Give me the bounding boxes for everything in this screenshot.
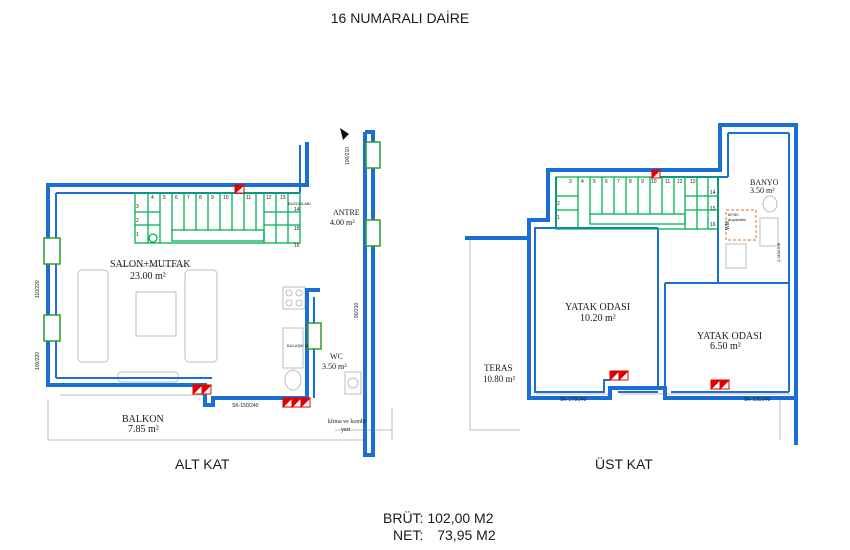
ust-stair-num: 5 (593, 179, 596, 185)
ust-stair-num: 11 (665, 179, 671, 185)
room-yatak2-name: YATAK ODASI (697, 331, 763, 342)
room-yatak1-name: YATAK ODASI (565, 302, 631, 313)
room-wc-name: WC (330, 352, 343, 361)
ust-kat-walls-inner (534, 132, 790, 393)
note-washer: Ç.MAKİNE (776, 242, 781, 262)
ust-stair-num: 12 (677, 179, 683, 185)
alt-stair-num: 11 (246, 195, 252, 201)
room-banyo-name: BANYO (750, 178, 779, 187)
net-label: NET: (393, 527, 424, 543)
ust-kat-plan (465, 123, 798, 445)
ust-stair-num: 14 (710, 190, 716, 196)
ust-stair-num: 4 (581, 179, 584, 185)
ust-stair-num: 13 (690, 179, 696, 185)
room-antre-area: 4.00 m² (330, 218, 355, 227)
alt-kat-walls (46, 130, 375, 457)
note-wm: WM (725, 221, 731, 230)
ust-stair-num: 10 (651, 179, 657, 185)
net-value: 73,95 M2 (437, 527, 496, 543)
ust-kat-shafts (609, 169, 731, 391)
entrance-arrow-icon (340, 128, 349, 140)
room-teras-area: 10.80 m² (483, 374, 516, 384)
ust-kat-stairs (555, 176, 719, 230)
note-shower: 80*80 duşakabin (728, 212, 747, 222)
alt-kat-windows (43, 141, 381, 350)
ust-stair-num: 15 (710, 206, 716, 212)
room-balkon-name: BALKON (122, 414, 164, 425)
brut-value: 102,00 M2 (427, 510, 494, 526)
ust-stair-num: 6 (605, 179, 608, 185)
alt-stair-num: 15 (294, 226, 300, 232)
page-title: 16 NUMARALI DAİRE (330, 10, 470, 26)
room-salon-area: 23.00 m² (130, 271, 166, 282)
room-teras-name: TERAS (484, 363, 513, 373)
room-banyo-area: 3.50 m² (750, 186, 775, 195)
ust-stair-num: 7 (617, 179, 620, 185)
note-window-code-2: SK-135/240 (744, 397, 771, 403)
ust-stair-num: 2 (557, 201, 560, 207)
alt-stair-num: 10 (223, 195, 229, 201)
ust-stair-num: 16 (710, 222, 716, 228)
note-window-side-1: 110/220 (35, 280, 41, 298)
room-salon-name: SALON+MUTFAK (110, 259, 191, 270)
room-balkon-area: 7.85 m² (128, 424, 159, 435)
note-door-wc: 90/210 (354, 302, 360, 318)
note-window-code-1: SK-170/240 (560, 397, 587, 403)
alt-stair-num: 9 (211, 195, 214, 201)
alt-stair-num: 6 (175, 195, 178, 201)
alt-kat-label: ALT KAT (175, 456, 230, 472)
ust-stair-num: 8 (629, 179, 632, 185)
ust-kat-fixtures (469, 195, 790, 440)
note-buzdolabi: BUZDOLABI (288, 201, 311, 206)
alt-stair-num: 8 (199, 195, 202, 201)
note-door-entry: 100/210 (345, 146, 351, 165)
ust-stair-num: 9 (641, 179, 644, 185)
alt-stair-num: 2 (136, 218, 139, 224)
room-wc-area: 3.50 m² (322, 362, 347, 371)
ust-kat-label: ÜST KAT (595, 456, 653, 472)
alt-stair-num: 7 (187, 195, 190, 201)
totals-net: NET: 73,95 M2 (393, 527, 496, 543)
room-yatak1-area: 10.20 m² (580, 313, 616, 324)
alt-stair-num: 12 (266, 195, 272, 201)
room-yatak2-area: 6.50 m² (710, 341, 741, 352)
alt-stair-num: 16 (294, 243, 300, 249)
alt-kat-plan (43, 128, 393, 457)
ust-stair-num: 1 (557, 215, 560, 221)
alt-stair-num: 1 (136, 232, 139, 238)
alt-stair-num: 5 (163, 195, 166, 201)
totals-brut: BRÜT: 102,00 M2 (383, 510, 494, 526)
alt-kat-stairs (134, 192, 301, 244)
ust-kat-walls (465, 123, 798, 445)
alt-stair-num: 14 (294, 207, 300, 213)
note-window-code: SK-150/240 (232, 403, 259, 409)
alt-kat-shafts (192, 184, 312, 409)
note-window-side-2: 100/220 (35, 351, 41, 370)
note-bulasik: BULAŞIK M. (287, 343, 310, 348)
note-klima: klima ve kombi (328, 419, 366, 425)
alt-stair-num: 3 (136, 204, 139, 210)
alt-stair-num: 13 (280, 195, 286, 201)
room-antre-name: ANTRE (333, 208, 360, 217)
ust-stair-num: 3 (569, 179, 572, 185)
brut-label: BRÜT: (383, 510, 424, 526)
note-yeri: yeri (341, 427, 351, 433)
alt-stair-num: 4 (151, 195, 154, 201)
